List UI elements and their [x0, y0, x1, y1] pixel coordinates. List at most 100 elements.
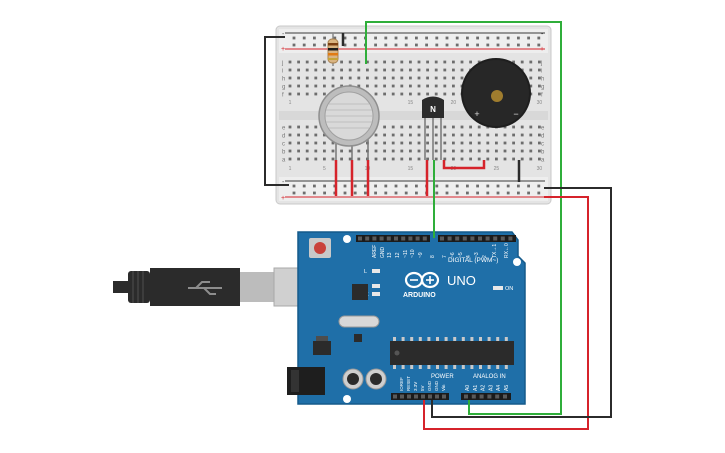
- hole[interactable]: [512, 157, 515, 161]
- hole[interactable]: [452, 125, 455, 129]
- hole[interactable]: [409, 141, 412, 145]
- hole[interactable]: [348, 157, 352, 161]
- hole[interactable]: [366, 84, 369, 88]
- hole[interactable]: [288, 141, 292, 145]
- hole[interactable]: [460, 60, 464, 64]
- hole[interactable]: [538, 76, 541, 80]
- hole[interactable]: [529, 60, 533, 64]
- hole[interactable]: [452, 60, 455, 64]
- hole[interactable]: [495, 149, 498, 153]
- hole[interactable]: [417, 68, 421, 72]
- hole[interactable]: [288, 133, 292, 137]
- rail-hole[interactable]: [333, 36, 337, 40]
- hole[interactable]: [417, 149, 421, 153]
- hole[interactable]: [452, 157, 455, 161]
- hole[interactable]: [323, 84, 326, 88]
- hole[interactable]: [348, 60, 352, 64]
- hole[interactable]: [426, 125, 429, 129]
- rail-hole[interactable]: [313, 191, 316, 195]
- hole[interactable]: [443, 84, 447, 88]
- rail-hole[interactable]: [506, 184, 510, 188]
- hole[interactable]: [391, 141, 395, 145]
- hole[interactable]: [538, 68, 541, 72]
- hole[interactable]: [512, 133, 515, 137]
- hole[interactable]: [331, 141, 335, 145]
- hole[interactable]: [323, 141, 326, 145]
- hole[interactable]: [305, 141, 309, 145]
- rail-hole[interactable]: [506, 191, 510, 195]
- hole[interactable]: [469, 141, 472, 145]
- hole[interactable]: [426, 60, 429, 64]
- hole[interactable]: [374, 141, 378, 145]
- hole[interactable]: [323, 92, 326, 96]
- hole[interactable]: [400, 157, 404, 161]
- header-pin[interactable]: [500, 236, 505, 241]
- hole[interactable]: [538, 149, 541, 153]
- hole[interactable]: [443, 133, 447, 137]
- rail-hole[interactable]: [343, 43, 347, 47]
- hole[interactable]: [297, 133, 300, 137]
- hole[interactable]: [503, 125, 507, 129]
- hole[interactable]: [383, 141, 386, 145]
- hole[interactable]: [297, 92, 300, 96]
- rail-hole[interactable]: [364, 184, 367, 188]
- hole[interactable]: [486, 141, 490, 145]
- rail-hole[interactable]: [313, 43, 316, 47]
- rail-hole[interactable]: [313, 184, 316, 188]
- rail-hole[interactable]: [517, 191, 520, 195]
- rail-hole[interactable]: [455, 191, 459, 195]
- rail-hole[interactable]: [364, 191, 367, 195]
- resistor[interactable]: [327, 33, 339, 66]
- header-pin[interactable]: [470, 236, 475, 241]
- hole[interactable]: [391, 68, 395, 72]
- rail-hole[interactable]: [343, 36, 347, 40]
- hole[interactable]: [374, 157, 378, 161]
- hole[interactable]: [409, 133, 412, 137]
- hole[interactable]: [434, 68, 438, 72]
- hole[interactable]: [443, 157, 447, 161]
- hole[interactable]: [314, 92, 318, 96]
- hole[interactable]: [323, 149, 326, 153]
- gas-sensor[interactable]: [318, 85, 380, 160]
- hole[interactable]: [331, 157, 335, 161]
- hole[interactable]: [443, 125, 447, 129]
- hole[interactable]: [374, 60, 378, 64]
- hole[interactable]: [538, 125, 541, 129]
- rail-hole[interactable]: [496, 36, 500, 40]
- hole[interactable]: [477, 149, 481, 153]
- hole[interactable]: [434, 125, 438, 129]
- hole[interactable]: [305, 76, 309, 80]
- hole[interactable]: [520, 60, 524, 64]
- hole[interactable]: [391, 76, 395, 80]
- hole[interactable]: [297, 141, 300, 145]
- rail-hole[interactable]: [302, 191, 306, 195]
- header-pin[interactable]: [487, 394, 492, 399]
- hole[interactable]: [383, 133, 386, 137]
- rail-hole[interactable]: [384, 43, 388, 47]
- hole[interactable]: [400, 76, 404, 80]
- hole[interactable]: [366, 68, 369, 72]
- rail-hole[interactable]: [466, 191, 469, 195]
- header-pin[interactable]: [428, 394, 432, 399]
- header-pin[interactable]: [503, 394, 507, 399]
- hole[interactable]: [409, 68, 412, 72]
- hole[interactable]: [366, 76, 369, 80]
- hole[interactable]: [383, 68, 386, 72]
- hole[interactable]: [426, 133, 429, 137]
- header-pin[interactable]: [455, 236, 460, 241]
- hole[interactable]: [400, 125, 404, 129]
- hole[interactable]: [314, 84, 318, 88]
- header-pin[interactable]: [358, 236, 362, 241]
- hole[interactable]: [434, 92, 438, 96]
- rail-hole[interactable]: [517, 36, 520, 40]
- rail-hole[interactable]: [415, 36, 418, 40]
- rail-hole[interactable]: [445, 184, 449, 188]
- header-pin[interactable]: [495, 394, 500, 399]
- hole[interactable]: [486, 149, 490, 153]
- rail-hole[interactable]: [374, 184, 377, 188]
- hole[interactable]: [503, 141, 507, 145]
- hole[interactable]: [374, 68, 378, 72]
- hole[interactable]: [297, 149, 300, 153]
- hole[interactable]: [288, 157, 292, 161]
- hole[interactable]: [314, 125, 318, 129]
